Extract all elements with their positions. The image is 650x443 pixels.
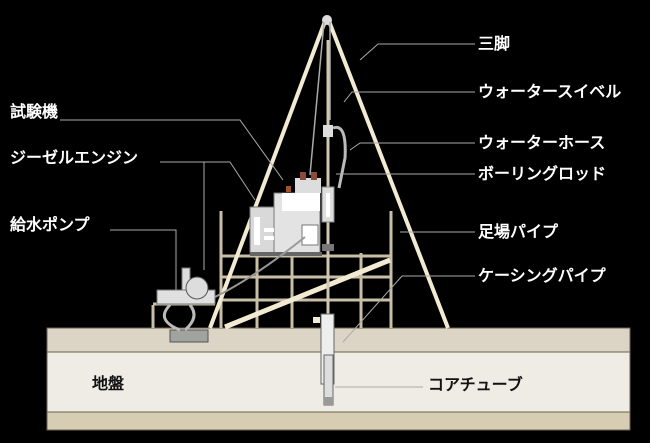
label-boring-rod: ボーリングロッド [478, 164, 607, 183]
boring-rod [321, 40, 347, 355]
label-core-tube: コアチューブ [428, 375, 523, 394]
leader-lines [60, 43, 475, 388]
ground [46, 327, 631, 431]
label-diesel-engine: ジーゼルエンジン [10, 148, 139, 167]
label-testing-machine: 試験機 [10, 102, 59, 121]
label-tripod: 三脚 [478, 34, 511, 53]
label-scaffold-pipe: 足場パイプ [478, 222, 559, 241]
water-pump [156, 236, 306, 343]
label-water-swivel: ウォータースイベル [478, 82, 622, 101]
label-water-hose: ウォーターホース [478, 133, 606, 152]
testing-machine [249, 172, 322, 256]
casing-pipe [313, 313, 335, 406]
label-water-pump: 給水ポンプ [10, 215, 90, 234]
label-ground: 地盤 [92, 374, 125, 393]
label-casing-pipe: ケーシングパイプ [478, 266, 606, 285]
